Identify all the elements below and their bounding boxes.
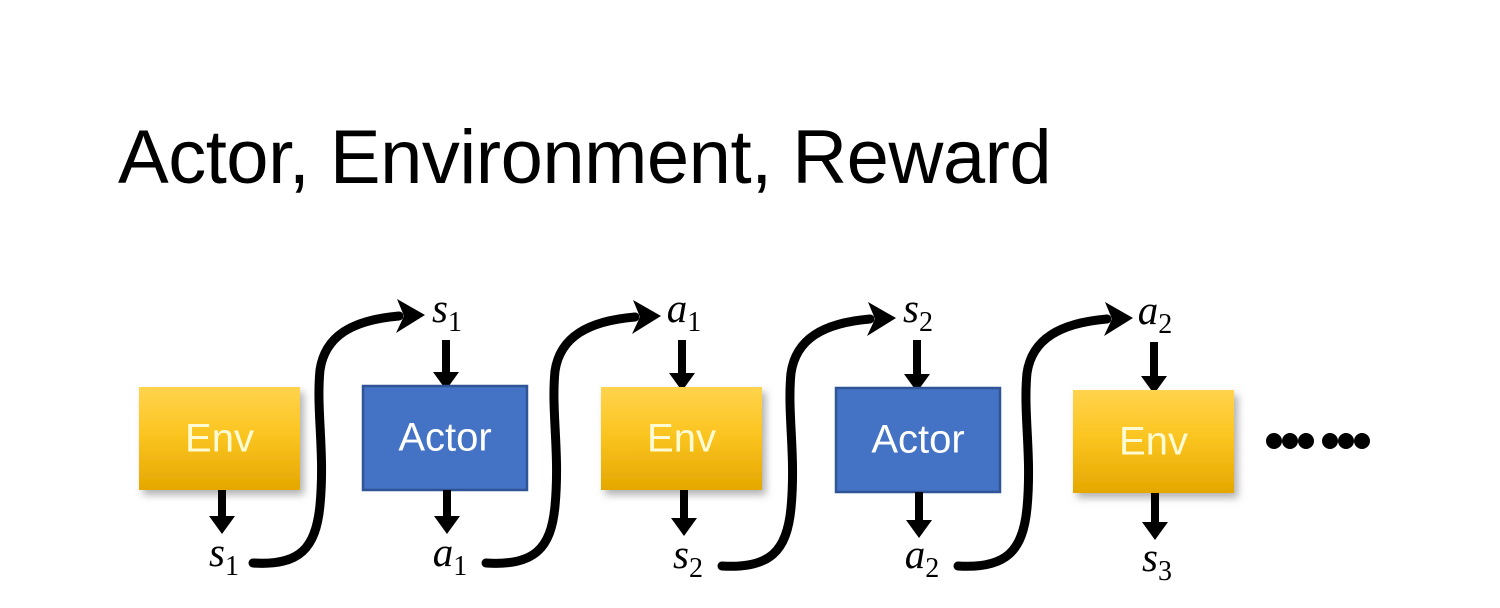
top-label-a1-sub: 1 (687, 307, 701, 338)
curve-s1-to-top (248, 311, 404, 568)
bottom-label-a1-base: a (433, 529, 454, 575)
actor-box-2[interactable]: Actor (834, 386, 1002, 494)
actor-box-1[interactable]: Actor (361, 384, 529, 492)
top-label-s2-sub: 2 (919, 307, 933, 338)
top-label-s2: s2 (903, 285, 933, 338)
ellipsis-dot (1322, 433, 1338, 449)
top-labels: s1 a1 s2 a2 (432, 285, 1172, 340)
curve-a1-to-top (481, 312, 640, 568)
curve-s2-arrowhead (867, 302, 896, 336)
env-box-1[interactable]: Env (139, 387, 300, 490)
actor-box-2-label: Actor (871, 418, 964, 462)
bottom-label-s2-sub: 2 (689, 553, 703, 584)
page-title: Actor, Environment, Reward (118, 115, 1052, 200)
arrow-actor2-out-head (906, 520, 932, 538)
arrow-env2-out-head (671, 518, 697, 536)
bottom-label-a1-sub: 1 (453, 551, 467, 582)
top-label-s1-base: s (432, 285, 448, 331)
flow-curve-group (248, 299, 1133, 571)
bottom-label-s1: s1 (209, 529, 239, 582)
env-box-1-label: Env (185, 417, 254, 461)
top-label-a1: a1 (667, 285, 702, 338)
env-box-3[interactable]: Env (1073, 390, 1234, 493)
top-label-a2: a2 (1138, 287, 1173, 340)
top-label-a2-sub: 2 (1158, 309, 1172, 340)
bottom-label-a2: a2 (905, 531, 940, 584)
env-box-2-label: Env (647, 417, 716, 461)
bottom-labels: s1 a1 s2 a2 s3 (209, 529, 1172, 587)
top-label-s1: s1 (432, 285, 462, 338)
ellipsis-dot (1266, 433, 1282, 449)
top-label-s1-sub: 1 (448, 307, 462, 338)
bottom-label-s1-sub: 1 (225, 551, 239, 582)
curve-s1-arrowhead (396, 299, 425, 333)
arrow-s2-into-actor2-head (904, 374, 930, 392)
arrow-s1-into-actor1-head (433, 372, 459, 390)
curve-a1-arrowhead (632, 300, 661, 334)
env-box-3-label: Env (1119, 420, 1188, 464)
top-label-a2-base: a (1138, 287, 1159, 333)
ellipsis-dot (1354, 433, 1370, 449)
bottom-label-s2: s2 (673, 531, 703, 584)
down-arrows-into-boxes (433, 340, 1167, 394)
curve-a2-arrowhead (1104, 302, 1133, 336)
down-arrows-out-of-boxes (209, 490, 1168, 540)
bottom-label-a2-sub: 2 (925, 553, 939, 584)
arrow-a1-into-env2-head (669, 373, 695, 391)
ellipsis-dot (1338, 433, 1354, 449)
curve-a2-to-top (953, 314, 1112, 571)
actor-box-1-label: Actor (398, 416, 491, 460)
curve-s2-to-top (717, 314, 875, 571)
top-label-s2-base: s (903, 285, 919, 331)
bottom-label-s2-base: s (673, 531, 689, 577)
arrow-a2-into-env3-head (1141, 376, 1167, 394)
ellipsis-dot (1282, 433, 1298, 449)
arrow-env3-out-head (1142, 522, 1168, 540)
bottom-label-s3-base: s (1142, 534, 1158, 580)
top-label-a1-base: a (667, 285, 688, 331)
bottom-label-s3-sub: 3 (1158, 556, 1172, 587)
ellipsis-dot (1298, 433, 1314, 449)
bottom-label-s1-base: s (209, 529, 225, 575)
bottom-label-a1: a1 (433, 529, 468, 582)
arrow-env1-out-head (209, 516, 235, 534)
bottom-label-a2-base: a (905, 531, 926, 577)
arrow-actor1-out-head (434, 516, 460, 534)
env-box-2[interactable]: Env (601, 387, 762, 490)
ellipsis-icon (1266, 433, 1370, 449)
bottom-label-s3: s3 (1142, 534, 1172, 587)
